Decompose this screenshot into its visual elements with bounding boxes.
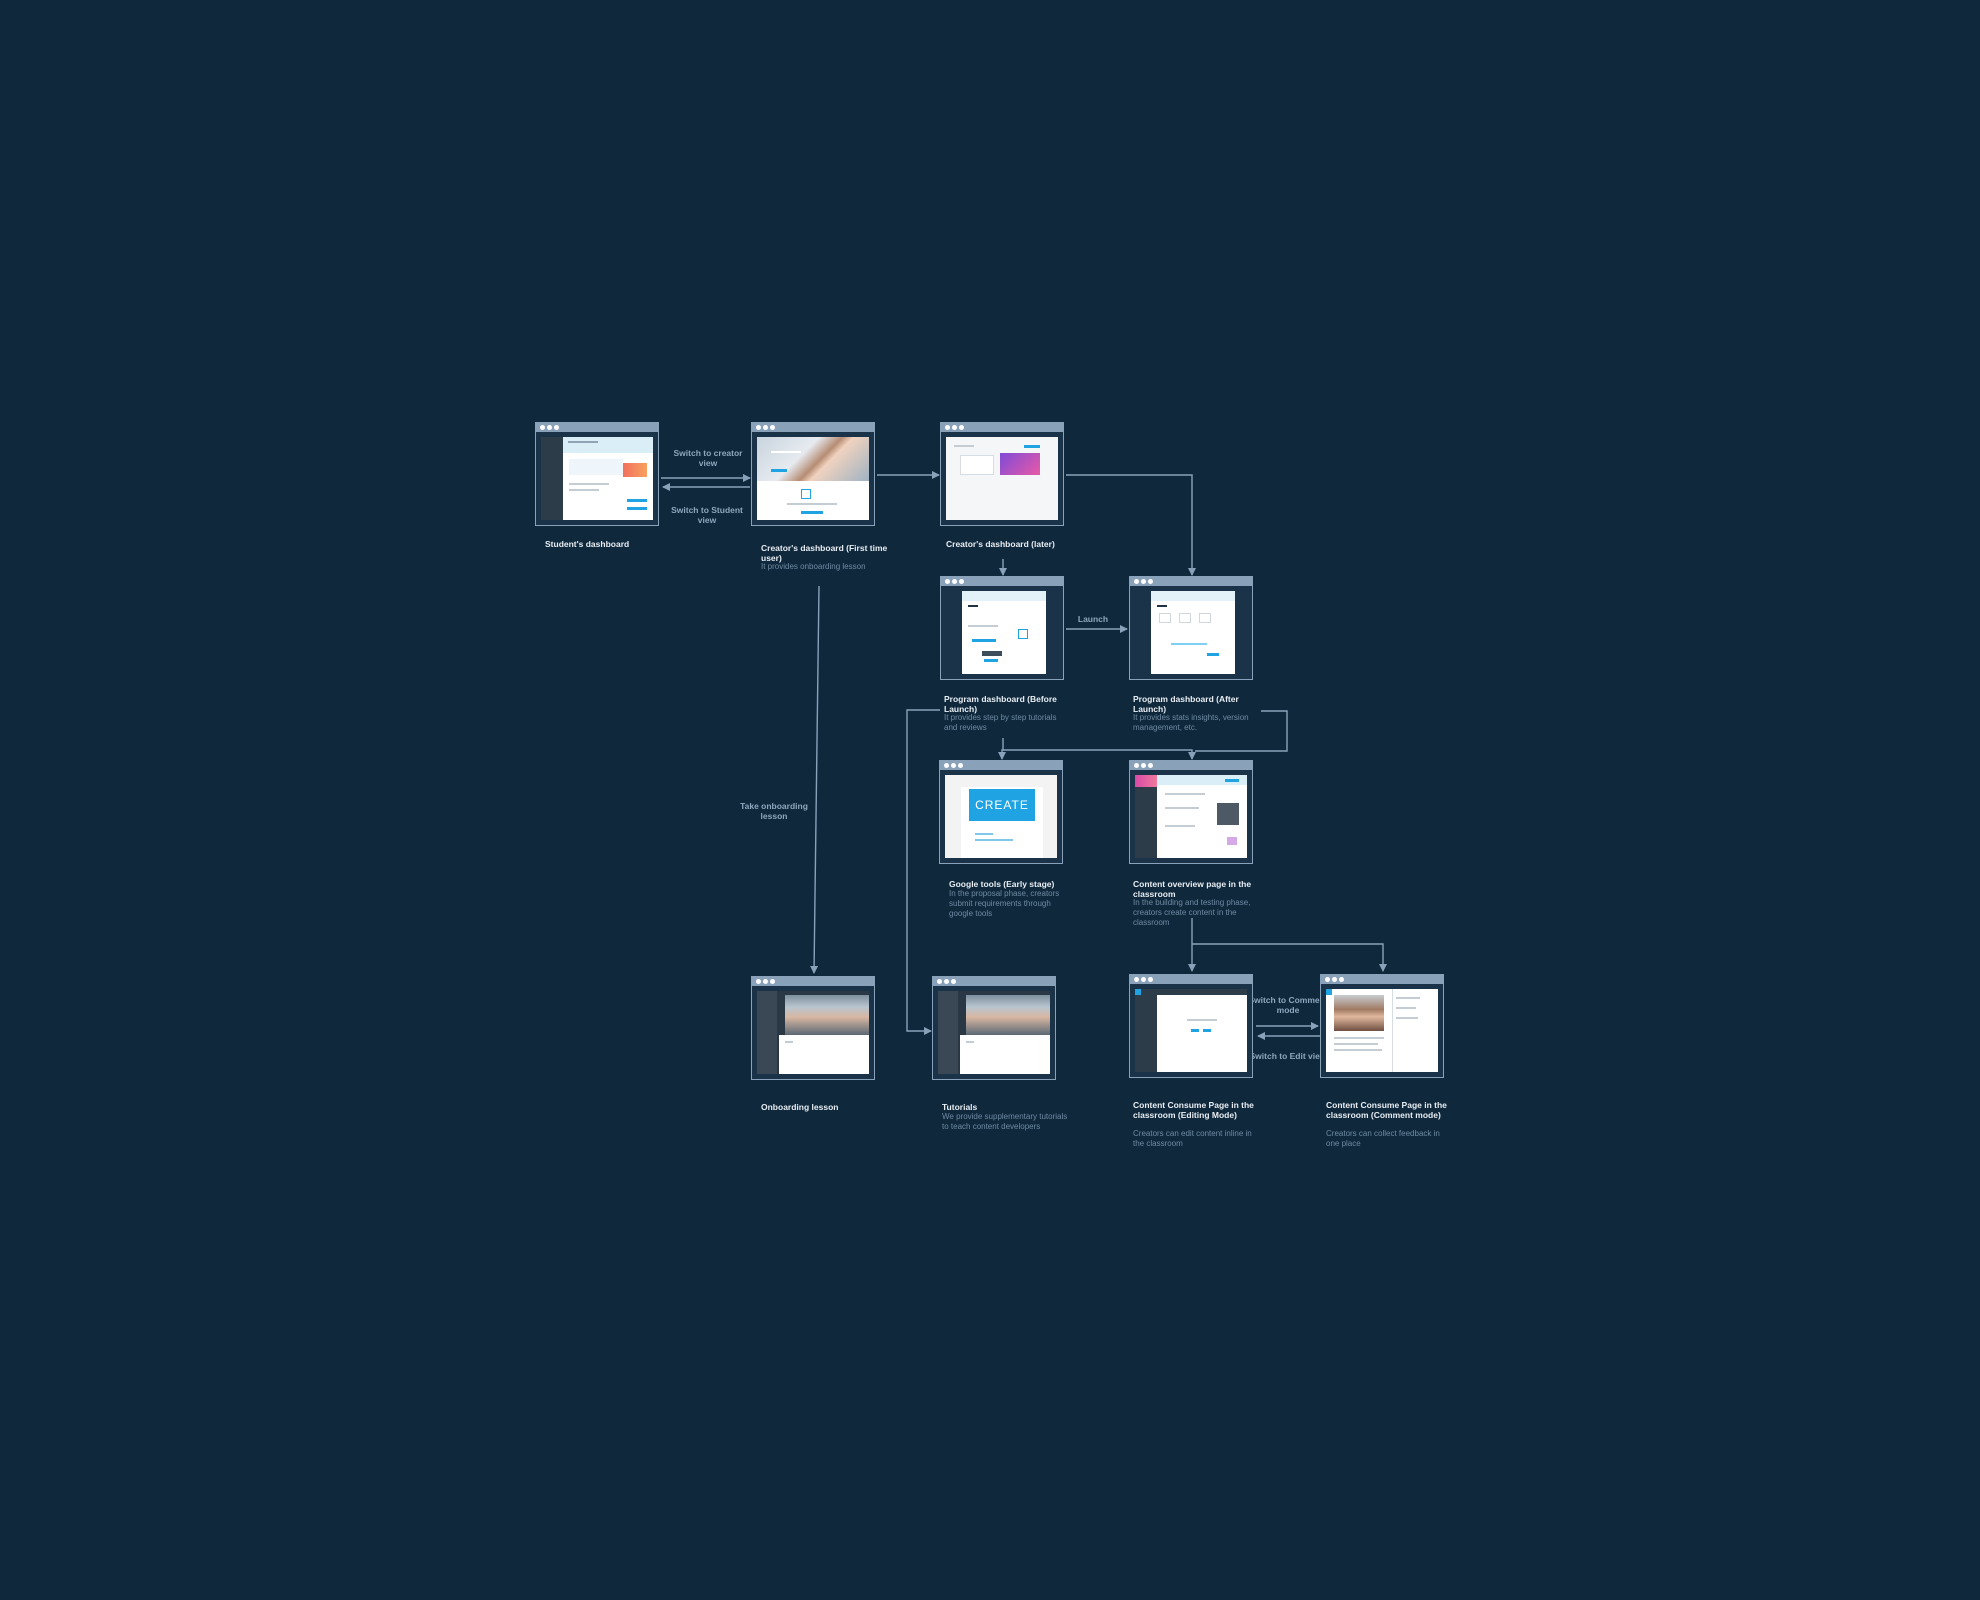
create-banner: CREATE — [969, 789, 1035, 821]
node-title-content-overview: Content overview page in the classroom — [1133, 879, 1252, 899]
window-controls-icon — [944, 763, 963, 768]
thumbnail — [946, 591, 1058, 674]
screen-creator-dashboard-later[interactable] — [940, 422, 1064, 526]
window-controls-icon — [937, 979, 956, 984]
screen-program-dashboard-before[interactable] — [940, 576, 1064, 680]
node-title-consume-editing: Content Consume Page in the classroom (E… — [1133, 1100, 1254, 1120]
window-controls-icon — [540, 425, 559, 430]
node-title-creator-dashboard-first: Creator's dashboard (First time user) — [761, 543, 888, 563]
edge-label-switch-edit: Switch to Edit view — [1249, 1051, 1327, 1061]
window-titlebar — [1130, 761, 1252, 770]
edge-label-take-onboarding: Take onboarding lesson — [740, 801, 808, 821]
node-desc-consume-editing: Creators can edit content inline in the … — [1133, 1129, 1252, 1148]
node-desc-google-tools: In the proposal phase, creators submit r… — [949, 889, 1060, 918]
window-controls-icon — [945, 425, 964, 430]
screen-onboarding-lesson[interactable] — [751, 976, 875, 1080]
thumbnail — [1135, 989, 1247, 1072]
edge-before-to-overview — [1003, 749, 1196, 760]
node-title-student-dashboard: Student's dashboard — [545, 539, 630, 549]
edge-label-launch: Launch — [1077, 614, 1109, 624]
edge-before-to-tutorials — [906, 709, 940, 1035]
node-title-onboarding-lesson: Onboarding lesson — [761, 1102, 839, 1112]
window-controls-icon — [1134, 579, 1153, 584]
thumbnail — [541, 437, 653, 520]
edge-after-to-overview — [1195, 710, 1288, 752]
window-controls-icon — [1134, 763, 1153, 768]
node-desc-program-dashboard-after: It provides stats insights, version mana… — [1133, 713, 1249, 732]
edge-label-switch-creator: Switch to creator view — [673, 448, 743, 468]
node-desc-tutorials: We provide supplementary tutorials to te… — [942, 1112, 1068, 1131]
thumbnail — [757, 991, 869, 1074]
thumbnail — [757, 437, 869, 520]
window-titlebar — [933, 977, 1055, 986]
window-titlebar — [941, 423, 1063, 432]
edge-first-to-onboarding — [810, 585, 820, 974]
edge-before-to-google — [998, 738, 1006, 760]
edge-label-switch-student: Switch to Student view — [671, 505, 743, 525]
screen-google-tools[interactable]: CREATE — [939, 760, 1063, 864]
edge-label-switch-comment: Switch to Comment mode — [1248, 995, 1328, 1015]
screen-student-dashboard[interactable] — [535, 422, 659, 526]
node-title-consume-comment: Content Consume Page in the classroom (C… — [1326, 1100, 1447, 1120]
screen-tutorials[interactable] — [932, 976, 1056, 1080]
thumbnail — [946, 437, 1058, 520]
screen-consume-comment[interactable] — [1320, 974, 1444, 1078]
node-title-program-dashboard-before: Program dashboard (Before Launch) — [944, 694, 1057, 714]
window-titlebar — [752, 423, 874, 432]
window-titlebar — [752, 977, 874, 986]
thumbnail — [1326, 989, 1438, 1072]
edge-overview-to-comment — [1192, 943, 1387, 972]
window-titlebar — [1130, 975, 1252, 984]
edge-later-to-after — [1066, 474, 1196, 576]
window-titlebar — [940, 761, 1062, 770]
window-controls-icon — [1134, 977, 1153, 982]
window-controls-icon — [945, 579, 964, 584]
node-desc-consume-comment: Creators can collect feedback in one pla… — [1326, 1129, 1440, 1148]
window-controls-icon — [1325, 977, 1344, 982]
window-titlebar — [1130, 577, 1252, 586]
window-titlebar — [536, 423, 658, 432]
thumbnail — [1135, 775, 1247, 858]
node-desc-program-dashboard-before: It provides step by step tutorials and r… — [944, 713, 1057, 732]
window-titlebar — [1321, 975, 1443, 984]
screen-creator-dashboard-first[interactable] — [751, 422, 875, 526]
window-titlebar — [941, 577, 1063, 586]
node-desc-content-overview: In the building and testing phase, creat… — [1133, 898, 1251, 927]
screen-content-overview[interactable] — [1129, 760, 1253, 864]
window-controls-icon — [756, 425, 775, 430]
thumbnail — [1135, 591, 1247, 674]
node-title-program-dashboard-after: Program dashboard (After Launch) — [1133, 694, 1239, 714]
screen-program-dashboard-after[interactable] — [1129, 576, 1253, 680]
screen-consume-editing[interactable] — [1129, 974, 1253, 1078]
node-desc-creator-dashboard-first: It provides onboarding lesson — [761, 562, 866, 571]
thumbnail — [938, 991, 1050, 1074]
node-title-google-tools: Google tools (Early stage) — [949, 879, 1055, 889]
node-title-creator-dashboard-later: Creator's dashboard (later) — [946, 539, 1055, 549]
thumbnail: CREATE — [945, 775, 1057, 858]
window-controls-icon — [756, 979, 775, 984]
node-title-tutorials: Tutorials — [942, 1102, 978, 1112]
